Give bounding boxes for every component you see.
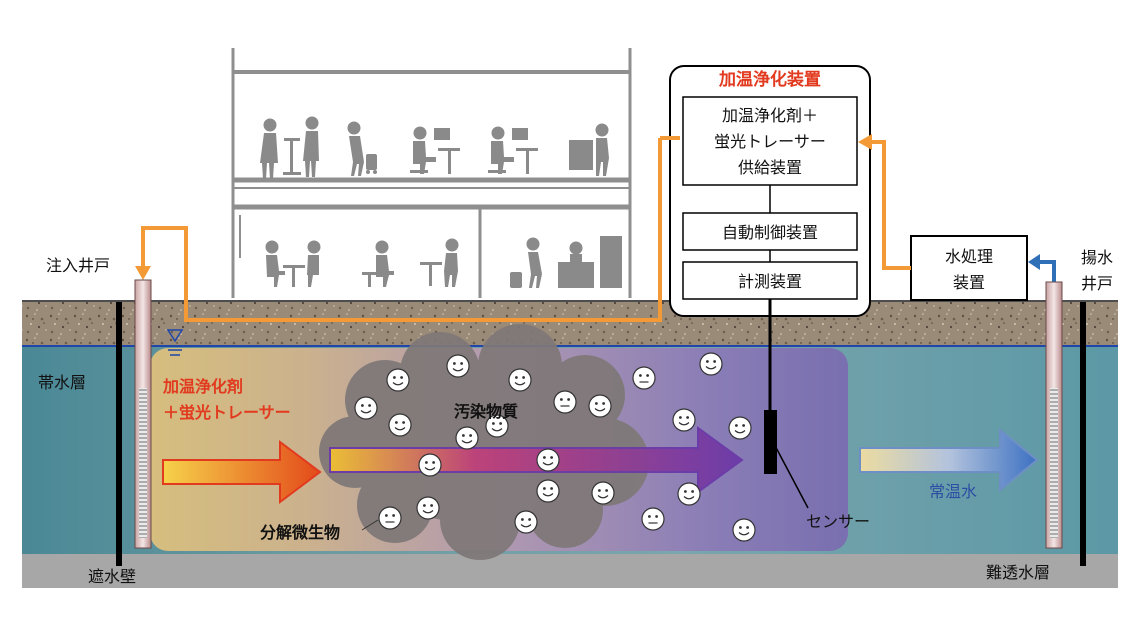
extraction-well-screen <box>1050 388 1058 538</box>
water-treatment-label-2: 装置 <box>953 273 985 292</box>
injection-flow-arrow <box>162 440 322 504</box>
injection-well-label: 注入井戸 <box>46 256 110 275</box>
measurement-unit-box <box>682 261 858 300</box>
supply-unit-label-3: 供給装置 <box>738 158 802 177</box>
control-unit-box <box>682 212 858 251</box>
injected-agent-label-1: 加温浄化剤 <box>162 377 243 396</box>
extraction-well-label-2: 井戸 <box>1081 274 1113 293</box>
building <box>231 48 632 298</box>
control-unit-label: 自動制御装置 <box>722 223 818 242</box>
contaminant-label: 汚染物質 <box>454 402 518 421</box>
impermeable-layer-label: 難透水層 <box>986 563 1050 582</box>
injection-pipe <box>141 136 680 322</box>
impermeable-layer <box>22 554 1118 588</box>
cutoff-wall-label: 遮水壁 <box>88 567 136 586</box>
supply-unit-label-2: 蛍光トレーサー <box>714 132 826 151</box>
supply-unit-box <box>682 96 858 186</box>
sensor <box>764 410 777 474</box>
extraction-well-label-1: 揚水 <box>1081 248 1113 267</box>
microbe-leader-line <box>361 519 379 531</box>
sensor-label: センサー <box>806 512 870 531</box>
device-title: 加温浄化装置 <box>718 69 821 90</box>
extraction-pipe <box>1034 260 1056 282</box>
water-treatment-label-1: 水処理 <box>945 247 993 266</box>
return-arrowhead <box>858 134 872 150</box>
extraction-arrowhead <box>1028 254 1040 270</box>
normal-water-label: 常温水 <box>929 482 977 501</box>
microbes-label: 分解微生物 <box>260 523 340 542</box>
injection-arrowhead <box>135 266 151 280</box>
plume-flow-arrow <box>329 426 744 494</box>
normal-water-flow-arrow <box>859 427 1039 493</box>
sensor-leader-line <box>771 439 809 509</box>
supply-unit-label-1: 加温浄化剤＋ <box>722 106 818 125</box>
measurement-unit-label: 計測装置 <box>738 272 802 291</box>
water-level-triangle-icon <box>166 329 184 356</box>
topsoil-layer <box>22 300 1118 346</box>
injected-agent-label-2: ＋蛍光トレーサー <box>163 403 291 422</box>
water-treatment-box <box>910 235 1028 301</box>
injection-well-screen <box>139 388 147 538</box>
aquifer-label: 帯水層 <box>38 373 86 392</box>
occupant-silhouettes <box>260 116 622 288</box>
return-pipe <box>870 140 911 270</box>
